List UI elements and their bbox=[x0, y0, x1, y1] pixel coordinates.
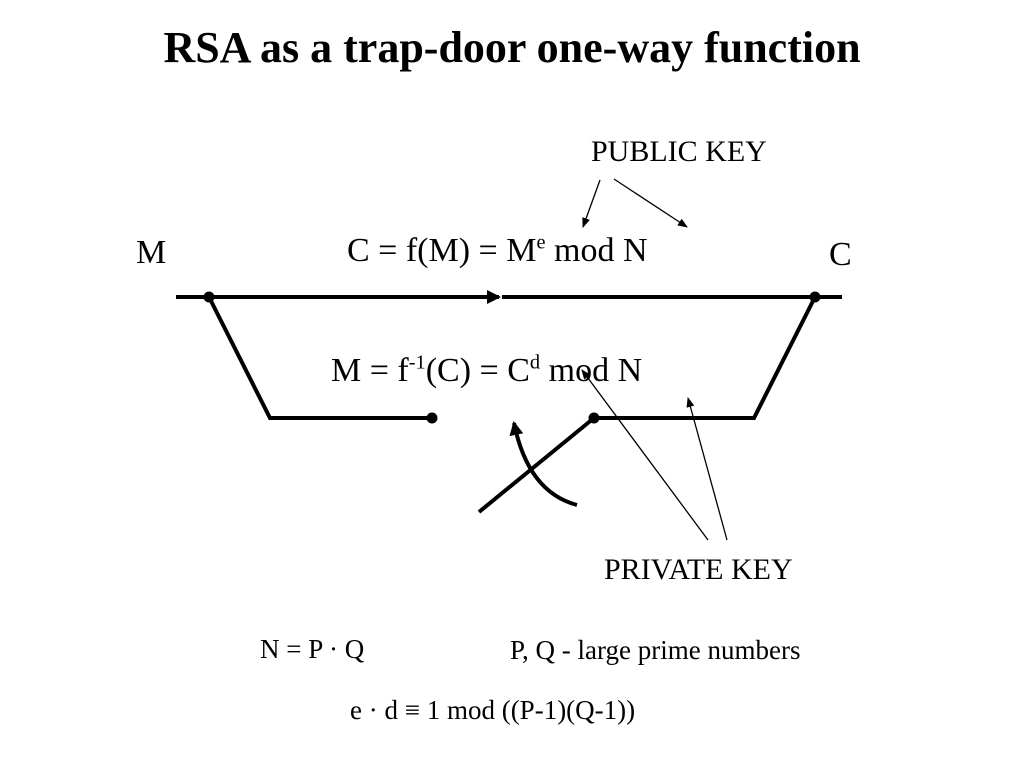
private-key-label: PRIVATE KEY bbox=[604, 553, 793, 586]
public-exponent: e bbox=[536, 231, 546, 254]
primes-note: P, Q - large prime numbers bbox=[510, 635, 801, 665]
private-key-pointer-n bbox=[686, 397, 728, 541]
decryption-path-left bbox=[207, 296, 432, 420]
inverse-marker: -1 bbox=[408, 351, 426, 374]
decryption-formula: M = f-1(C) = Cd mod N bbox=[331, 351, 643, 389]
private-key-pointer-d bbox=[581, 369, 709, 541]
public-key-pointer-n bbox=[613, 178, 688, 228]
public-key-pointer-e bbox=[582, 179, 601, 228]
slide-title: RSA as a trap-door one-way function bbox=[163, 23, 861, 72]
private-exponent: d bbox=[529, 351, 541, 374]
encryption-formula: C = f(M) = Me mod N bbox=[347, 231, 648, 269]
trapdoor-contact-left bbox=[426, 412, 438, 424]
input-message-label: M bbox=[136, 234, 167, 271]
trapdoor-switch-lever bbox=[477, 416, 596, 514]
decryption-path-right bbox=[594, 296, 817, 420]
modulus-definition: N = P · Q bbox=[260, 634, 365, 664]
public-key-label: PUBLIC KEY bbox=[591, 135, 767, 168]
output-ciphertext-label: C bbox=[829, 236, 852, 273]
switch-rotation-arrow bbox=[509, 421, 578, 507]
exponent-relation: e · d ≡ 1 mod ((P-1)(Q-1)) bbox=[350, 695, 636, 725]
